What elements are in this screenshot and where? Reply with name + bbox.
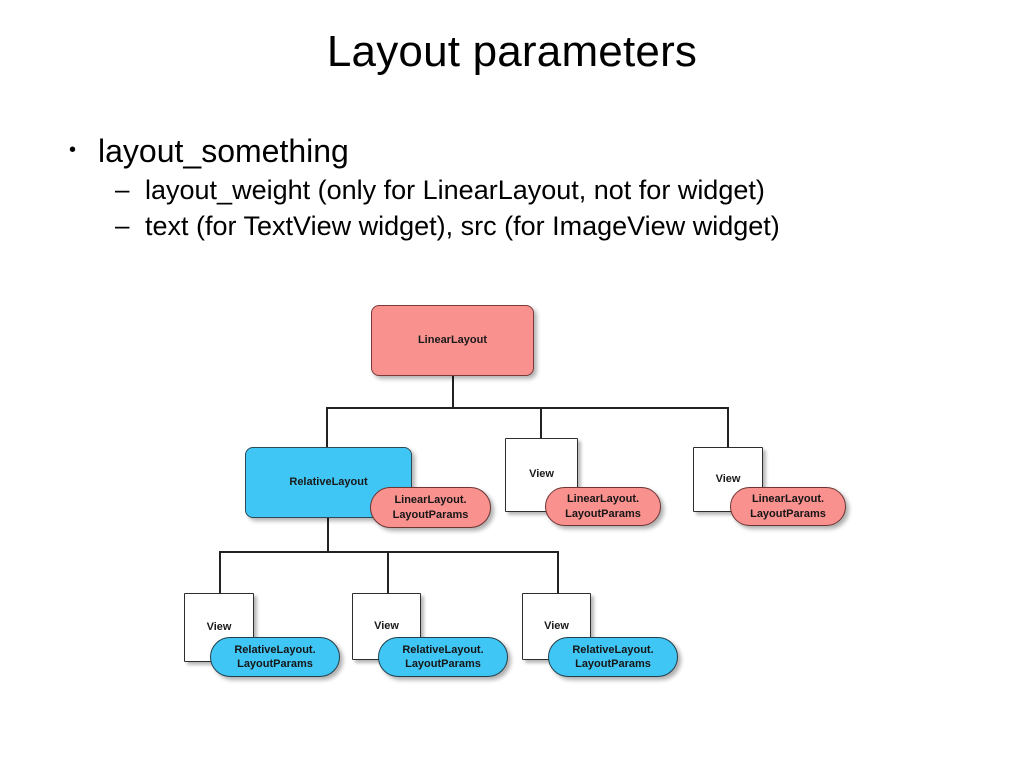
node-label: View	[374, 619, 399, 632]
node-linearlayout-root[interactable]: LinearLayout	[371, 305, 534, 376]
edge-to-view-6	[557, 551, 559, 593]
node-label: View	[544, 619, 569, 632]
dash-marker-icon: –	[115, 174, 130, 205]
bullet-level2-text: layout_weight (only for LinearLayout, no…	[145, 175, 765, 206]
pill-linearlayout-layoutparams-2[interactable]: LinearLayout. LayoutParams	[545, 487, 661, 526]
pill-linearlayout-layoutparams-3[interactable]: LinearLayout. LayoutParams	[730, 487, 846, 526]
pill-label-line2: LayoutParams	[750, 507, 826, 520]
pill-label: RelativeLayout. LayoutParams	[402, 643, 483, 671]
node-label: View	[206, 620, 232, 633]
bullet-level1-item: • layout_something	[60, 132, 1000, 171]
bullet-level1-text: layout_something	[98, 133, 349, 169]
bullet-level2-item: – text (for TextView widget), src (for I…	[115, 209, 1000, 244]
pill-label-line2: LayoutParams	[405, 658, 481, 670]
edge-to-view-5	[387, 551, 389, 593]
pill-relativelayout-layoutparams-3[interactable]: RelativeLayout. LayoutParams	[548, 637, 678, 677]
node-label: RelativeLayout	[289, 475, 368, 488]
pill-label-line2: LayoutParams	[565, 507, 641, 520]
edge-to-view-2	[540, 407, 542, 439]
edge-level3-busbar	[219, 551, 559, 553]
bullet-marker-icon: •	[69, 139, 77, 161]
pill-label-line1: RelativeLayout.	[402, 643, 484, 656]
node-label: View	[529, 468, 554, 481]
bullet-level2-text: text (for TextView widget), src (for Ima…	[145, 211, 780, 242]
dash-marker-icon: –	[115, 210, 130, 241]
pill-label-line1: RelativeLayout.	[234, 643, 316, 656]
edge-to-view-4	[219, 551, 221, 593]
pill-label: LinearLayout. LayoutParams	[565, 492, 641, 520]
node-label: View	[715, 472, 741, 485]
edge-level2-busbar	[326, 407, 728, 409]
edge-to-view-3	[727, 407, 729, 448]
pill-label-line1: LinearLayout.	[566, 493, 640, 506]
pill-label: LinearLayout. LayoutParams	[750, 492, 826, 520]
pill-label-line1: LinearLayout.	[394, 494, 467, 507]
node-relativelayout[interactable]: RelativeLayout	[245, 447, 412, 518]
pill-label-line2: LayoutParams	[392, 508, 469, 521]
node-label: LinearLayout	[417, 333, 488, 346]
edge-root-stem	[452, 376, 454, 408]
pill-label: RelativeLayout. LayoutParams	[572, 643, 653, 671]
edge-relativelayout-stem	[327, 518, 329, 552]
pill-relativelayout-layoutparams-1[interactable]: RelativeLayout. LayoutParams	[210, 637, 340, 677]
pill-linearlayout-layoutparams-1[interactable]: LinearLayout. LayoutParams	[370, 487, 491, 528]
page-title: Layout parameters	[326, 27, 698, 76]
pill-label-line2: LayoutParams	[237, 658, 313, 670]
pill-label-line1: LinearLayout.	[751, 493, 825, 506]
bullet-level2-item: – layout_weight (only for LinearLayout, …	[115, 173, 1000, 208]
pill-label-line1: RelativeLayout.	[572, 643, 654, 656]
slide-body: • layout_something – layout_weight (only…	[60, 132, 1000, 245]
pill-relativelayout-layoutparams-2[interactable]: RelativeLayout. LayoutParams	[378, 637, 508, 677]
pill-label-line2: LayoutParams	[575, 658, 651, 670]
edge-to-relativelayout	[326, 407, 328, 448]
pill-label: RelativeLayout. LayoutParams	[234, 643, 315, 671]
pill-label: LinearLayout. LayoutParams	[393, 493, 469, 521]
